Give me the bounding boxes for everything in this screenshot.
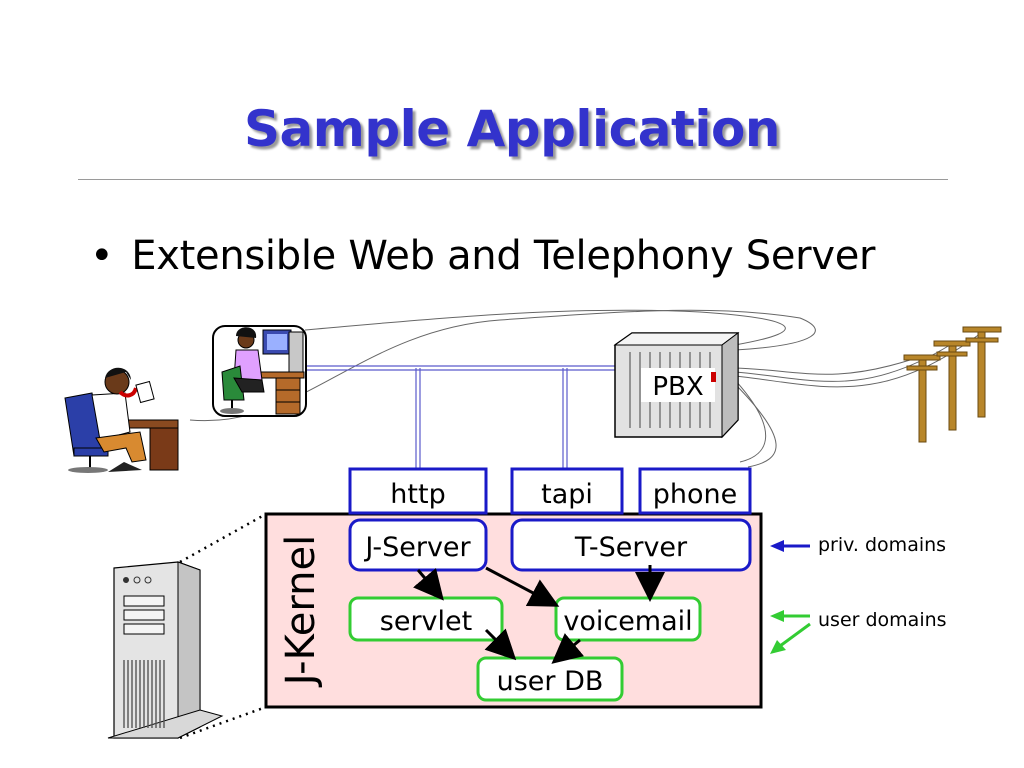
network-bus bbox=[305, 365, 615, 468]
interface-phone-label: phone bbox=[653, 479, 738, 510]
telephone-poles-clipart bbox=[903, 326, 1002, 443]
node-tserver-label: T-Server bbox=[574, 532, 688, 563]
server-tower-clipart bbox=[107, 561, 224, 739]
arrow-servlet-userdb bbox=[484, 628, 517, 661]
arrow-jserver-servlet bbox=[413, 567, 444, 601]
node-userdb-label: user DB bbox=[497, 666, 604, 697]
arrow-jserver-voicemail bbox=[485, 566, 560, 607]
node-servlet-label: servlet bbox=[380, 606, 472, 637]
interface-tapi: tapi bbox=[510, 467, 624, 515]
interface-http-label: http bbox=[390, 479, 445, 510]
node-voicemail-label: voicemail bbox=[563, 606, 692, 637]
interface-tapi-label: tapi bbox=[541, 479, 593, 510]
pbx-rack: PBX bbox=[613, 332, 740, 439]
phone-cables bbox=[189, 309, 986, 468]
slide-title: Sample Application bbox=[243, 100, 781, 158]
node-jserver-label: J-Server bbox=[363, 532, 471, 563]
bullet-dot: • bbox=[90, 233, 114, 279]
node-userdb: user DB bbox=[476, 656, 624, 702]
caller-clipart bbox=[64, 367, 179, 473]
bullet-item: • Extensible Web and Telephony Server bbox=[90, 233, 875, 279]
legend-user-label: user domains bbox=[818, 609, 947, 631]
dependency-arrows bbox=[413, 565, 665, 664]
interface-phone: phone bbox=[638, 467, 752, 515]
node-servlet: servlet bbox=[348, 596, 504, 642]
pbx-label: PBX bbox=[652, 372, 703, 402]
node-voicemail: voicemail bbox=[554, 596, 702, 642]
title-divider bbox=[78, 179, 948, 180]
interface-http: http bbox=[348, 467, 488, 515]
bullet-text: Extensible Web and Telephony Server bbox=[131, 233, 876, 279]
legend-user-domains: user domains bbox=[770, 609, 947, 654]
arrow-voicemail-userdb bbox=[551, 633, 585, 664]
node-tserver: T-Server bbox=[510, 518, 752, 572]
legend-priv-label: priv. domains bbox=[818, 534, 946, 556]
operator-clipart bbox=[212, 325, 307, 417]
legend-priv-domains: priv. domains bbox=[770, 534, 946, 556]
jkernel-label: J-Kernel bbox=[278, 535, 324, 688]
node-jserver: J-Server bbox=[348, 518, 488, 572]
zoom-dotted-lines bbox=[179, 512, 267, 740]
